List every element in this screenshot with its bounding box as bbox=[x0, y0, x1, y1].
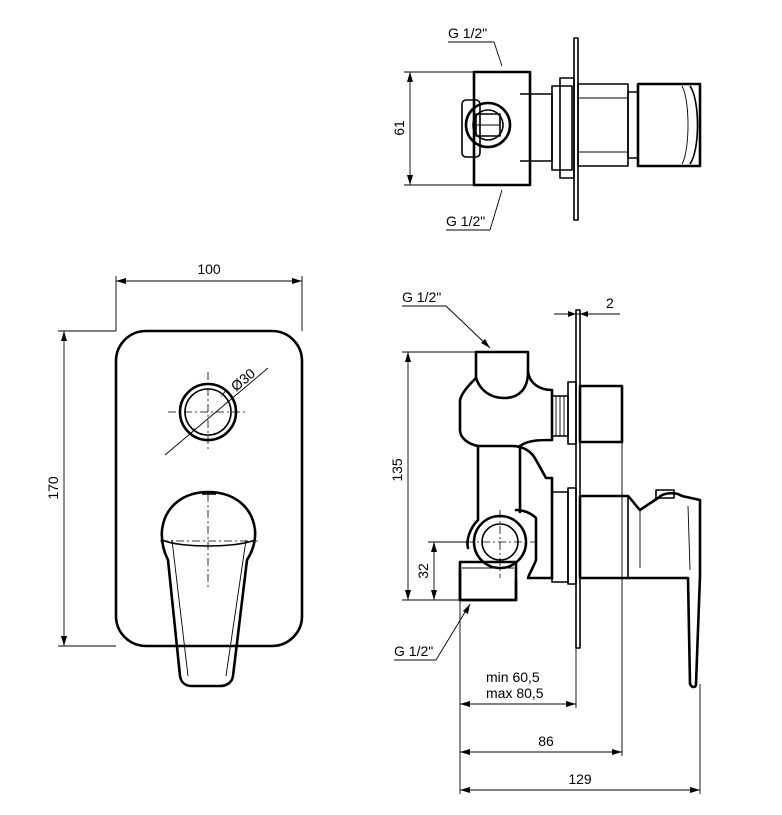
dim-arrow bbox=[405, 352, 411, 362]
dim-arrow bbox=[405, 590, 411, 600]
side-body-lower bbox=[514, 494, 554, 580]
dim-arrow bbox=[612, 749, 622, 755]
side-view: 2 G 1/2" G 1/2" 135 32 min 60,5 bbox=[389, 289, 702, 794]
dim-diameter-label: Ø30 bbox=[228, 365, 259, 394]
side-lower-cartridge bbox=[551, 491, 569, 583]
dim-arrow bbox=[116, 278, 126, 284]
dim-61-label: 61 bbox=[391, 120, 407, 136]
side-lever-contour-front bbox=[687, 505, 691, 571]
top-view: 61 G 1/2" G 1/2" bbox=[391, 25, 702, 231]
dim-width-label: 100 bbox=[197, 261, 221, 277]
dim-135-label: 135 bbox=[389, 458, 405, 482]
dim-arrow bbox=[690, 787, 700, 793]
dim-86-label: 86 bbox=[538, 733, 554, 749]
top-knob bbox=[636, 82, 702, 168]
side-thread-lower-leader bbox=[435, 603, 471, 661]
side-knob bbox=[578, 384, 624, 444]
dim-arrow bbox=[220, 389, 228, 398]
top-neck bbox=[520, 93, 553, 162]
side-body-middle bbox=[466, 444, 522, 550]
dim-arrow bbox=[61, 636, 67, 646]
top-flange bbox=[551, 85, 573, 171]
top-knob-housing bbox=[577, 83, 629, 167]
dim-arrow bbox=[431, 590, 437, 600]
lever-handle bbox=[160, 490, 257, 688]
dim-arrow bbox=[566, 701, 576, 707]
dim-arrow bbox=[61, 331, 67, 341]
side-lever-pin bbox=[655, 489, 675, 499]
dim-129-label: 129 bbox=[568, 771, 592, 787]
side-thread-lower-label: G 1/2" bbox=[394, 643, 433, 659]
dim-min-label: min 60,5 bbox=[486, 669, 540, 685]
dim-arrow bbox=[481, 339, 490, 348]
top-knob-step bbox=[627, 91, 639, 159]
lever-contour-left bbox=[171, 539, 189, 677]
dim-max-label: max 80,5 bbox=[486, 685, 544, 701]
top-thread-lower-label: G 1/2" bbox=[446, 213, 485, 229]
dim-2-label: 2 bbox=[606, 295, 614, 311]
dim-diameter-leader bbox=[164, 367, 269, 456]
front-view: 100 170 Ø30 bbox=[45, 261, 304, 688]
top-thread-lower-leader bbox=[489, 189, 503, 231]
side-wall-plate bbox=[575, 309, 581, 649]
dim-arrow bbox=[188, 427, 196, 436]
dim-arrow bbox=[407, 175, 413, 185]
dim-arrow bbox=[463, 604, 470, 614]
dim-arrow bbox=[568, 311, 576, 317]
top-knob-curve bbox=[689, 85, 699, 165]
lever-contour-right bbox=[225, 539, 247, 677]
dim-arrow bbox=[460, 787, 470, 793]
dim-arrow bbox=[292, 278, 302, 284]
side-lower-port bbox=[458, 560, 518, 602]
top-thread-upper-leader bbox=[493, 41, 503, 67]
top-thread-upper-label: G 1/2" bbox=[448, 25, 487, 41]
dim-arrow bbox=[460, 701, 470, 707]
dim-32-label: 32 bbox=[415, 563, 431, 579]
side-lever bbox=[578, 491, 702, 689]
dim-arrow bbox=[431, 542, 437, 552]
side-upper-flange bbox=[567, 381, 577, 445]
dim-arrow bbox=[580, 311, 588, 317]
top-port-inner bbox=[472, 109, 504, 141]
dim-arrow bbox=[460, 749, 470, 755]
side-lower-flange bbox=[567, 487, 577, 585]
top-port-ring bbox=[464, 101, 512, 149]
top-port-left bbox=[461, 99, 481, 158]
top-knob-curve-inner bbox=[681, 85, 689, 165]
cover-plate bbox=[114, 329, 304, 648]
side-upper-port bbox=[474, 350, 530, 400]
dim-height-label: 170 bbox=[45, 476, 61, 500]
side-body-upper bbox=[518, 370, 554, 448]
dim-arrow bbox=[407, 72, 413, 82]
side-thread-upper-leader bbox=[445, 305, 491, 349]
side-thread-upper-label: G 1/2" bbox=[402, 289, 441, 305]
